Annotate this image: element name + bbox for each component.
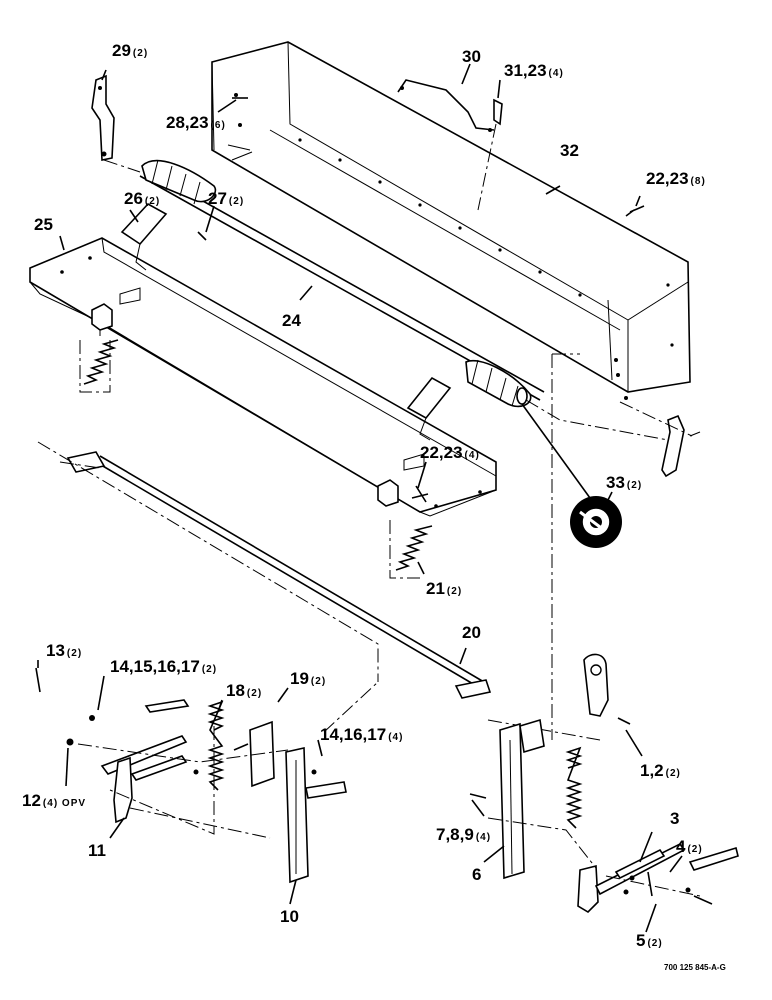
callout-12: 12(4) OPV: [22, 791, 86, 810]
callout-31: 31,23(4): [504, 61, 564, 80]
callout-6: 6: [472, 865, 481, 884]
callout-28: 28,23(6): [166, 113, 226, 132]
bearing-33: [570, 496, 622, 548]
callout-30: 30: [462, 47, 481, 66]
callout-7-8-9: 7,8,9(4): [436, 825, 491, 844]
housing-32: [211, 41, 691, 393]
pan-25: [29, 237, 497, 517]
callout-19: 19(2): [290, 669, 326, 688]
rod-20: [37, 441, 492, 699]
bracket-right: [661, 414, 685, 478]
auger-shaft-24: [103, 159, 591, 499]
bolt-31: [493, 98, 503, 126]
callout-29: 29(2): [112, 41, 148, 60]
spring-21-right: [389, 485, 433, 579]
callout-24: 24: [282, 311, 301, 330]
callout-33: 33(2): [606, 473, 642, 492]
guard-26-right: [406, 376, 452, 420]
guard-26-left: [120, 202, 168, 246]
callout-1-2: 1,2(2): [640, 761, 681, 780]
drawing-number: 700 125 845-A-G: [664, 963, 726, 972]
callout-18: 18(2): [226, 681, 262, 700]
lever-assembly-left: [35, 667, 379, 884]
callout-22-23-4: 22,23(4): [420, 443, 480, 462]
leader-lines: [37, 63, 683, 933]
callout-22-23-8: 22,23(8): [646, 169, 706, 188]
callout-14-16-17: 14,16,17(4): [320, 725, 403, 744]
callout-13: 13(2): [46, 641, 82, 660]
callout-5: 5(2): [636, 931, 663, 950]
callout-3: 3: [670, 809, 679, 828]
callout-14-15-16-17: 14,15,16,17(2): [110, 657, 217, 676]
bolt-22-upper: [625, 205, 645, 217]
lever-assembly-right: [469, 653, 739, 914]
callout-32: 32: [560, 141, 579, 160]
bracket-29: [91, 74, 115, 161]
handle-30: [397, 79, 495, 131]
callout-4: 4(2): [676, 837, 703, 856]
callout-21: 21(2): [426, 579, 462, 598]
callout-27: 27(2): [208, 189, 244, 208]
callout-25: 25: [34, 215, 53, 234]
callout-labels: 29(2) 30 31,23(4) 28,23(6) 32 22,23(8) 2…: [22, 41, 706, 950]
pin-27: [197, 231, 207, 241]
callout-26: 26(2): [124, 189, 160, 208]
callout-20: 20: [462, 623, 481, 642]
callout-11: 11: [88, 841, 106, 860]
spring-21-left: [79, 339, 119, 393]
callout-10: 10: [280, 907, 299, 926]
